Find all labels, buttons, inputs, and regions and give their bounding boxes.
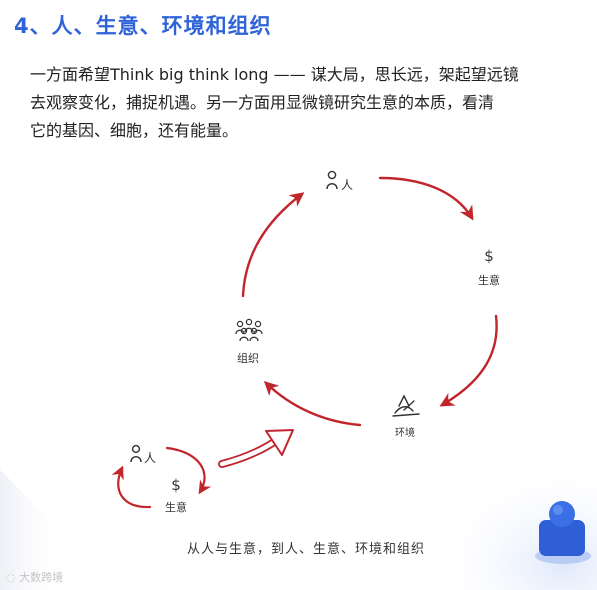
arrow-small-cycle-left [111,465,152,509]
paragraph-line-2: 去观察变化，捕捉机遇。另一方面用显微镜研究生意的本质，看清 [30,93,495,112]
watermark: ◌ 大数跨境 [6,569,63,585]
small-business-label: 生意 [165,500,187,514]
left-panel-decor [0,470,70,590]
map-pin-icon [535,501,591,564]
intro-paragraph: 一方面希望Think big think long —— 谋大局，思长远，架起望… [30,61,582,145]
landscape-icon [392,394,420,417]
node-person: 人 [326,170,353,192]
growth-arrow [218,429,294,468]
watermark-text: 大数跨境 [19,571,64,584]
environment-label: 环境 [395,426,415,439]
dollar-icon: $ [484,247,494,265]
node-small-business: $ 生意 [165,476,187,514]
group-icon [235,318,263,342]
paragraph-line-1: 一方面希望Think big think long —— 谋大局，思长远，架起望… [30,65,519,84]
diagram-caption: 从人与生意，到人、生意、环境和组织 [186,542,425,557]
node-organization: 组织 [235,318,263,365]
organization-label: 组织 [237,351,259,365]
arrow-business-to-environment [439,314,498,407]
arrow-small-cycle-right [165,446,212,495]
node-business: $ 生意 [478,247,500,287]
business-label: 生意 [478,273,500,287]
paragraph-line-3: 它的基因、细胞，还有能量。 [30,121,239,140]
node-small-person: 人 [130,444,156,465]
watermark-logo-icon: ◌ [6,571,20,584]
node-environment: 环境 [392,394,420,439]
person-icon [326,170,338,190]
arrow-person-to-business [378,176,474,221]
person-icon [130,444,142,463]
arrow-organization-to-person [241,192,305,298]
dollar-icon: $ [171,476,181,494]
person-label: 人 [341,178,353,192]
small-person-label: 人 [144,451,156,465]
arrow-environment-to-organization [263,381,362,427]
page-title: 4、人、生意、环境和组织 [14,14,272,38]
